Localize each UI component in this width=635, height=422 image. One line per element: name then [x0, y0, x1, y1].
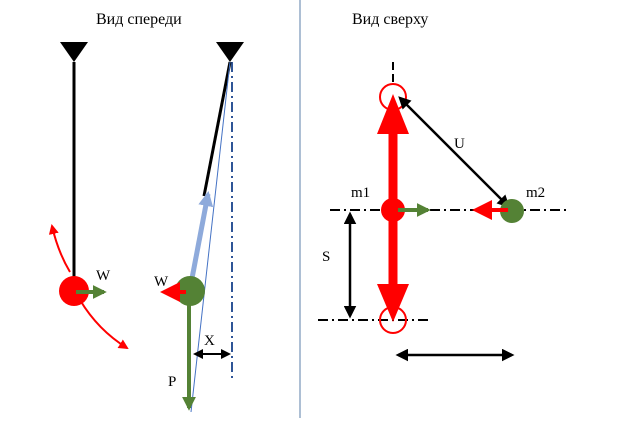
swing-arc-down [79, 299, 129, 350]
w-label-right: W [154, 274, 169, 290]
bob-right [175, 276, 205, 306]
string-right [202, 61, 232, 197]
front-view-title: Вид спереди [96, 11, 182, 28]
x-label: X [204, 333, 215, 349]
oscillation-arrow-down-icon [377, 284, 409, 322]
oscillation-arrow-up-icon [377, 94, 409, 134]
top-view-title: Вид сверху [352, 11, 428, 28]
swing-arc-up [48, 224, 71, 273]
mass-m1 [381, 198, 405, 222]
resultant-thin-line [190, 61, 231, 413]
p-label: P [168, 374, 176, 390]
tension-arrow [187, 191, 214, 290]
u-label: U [454, 136, 465, 152]
mass-m2 [500, 199, 524, 223]
pivot-right-icon [216, 42, 244, 62]
m1-label: m1 [351, 185, 370, 201]
m2-label: m2 [526, 185, 545, 201]
u-arrow [398, 96, 510, 208]
w-label-left: W [96, 268, 111, 284]
pivot-left-icon [60, 42, 88, 62]
bob-left [59, 276, 89, 306]
s-label: S [322, 249, 330, 265]
